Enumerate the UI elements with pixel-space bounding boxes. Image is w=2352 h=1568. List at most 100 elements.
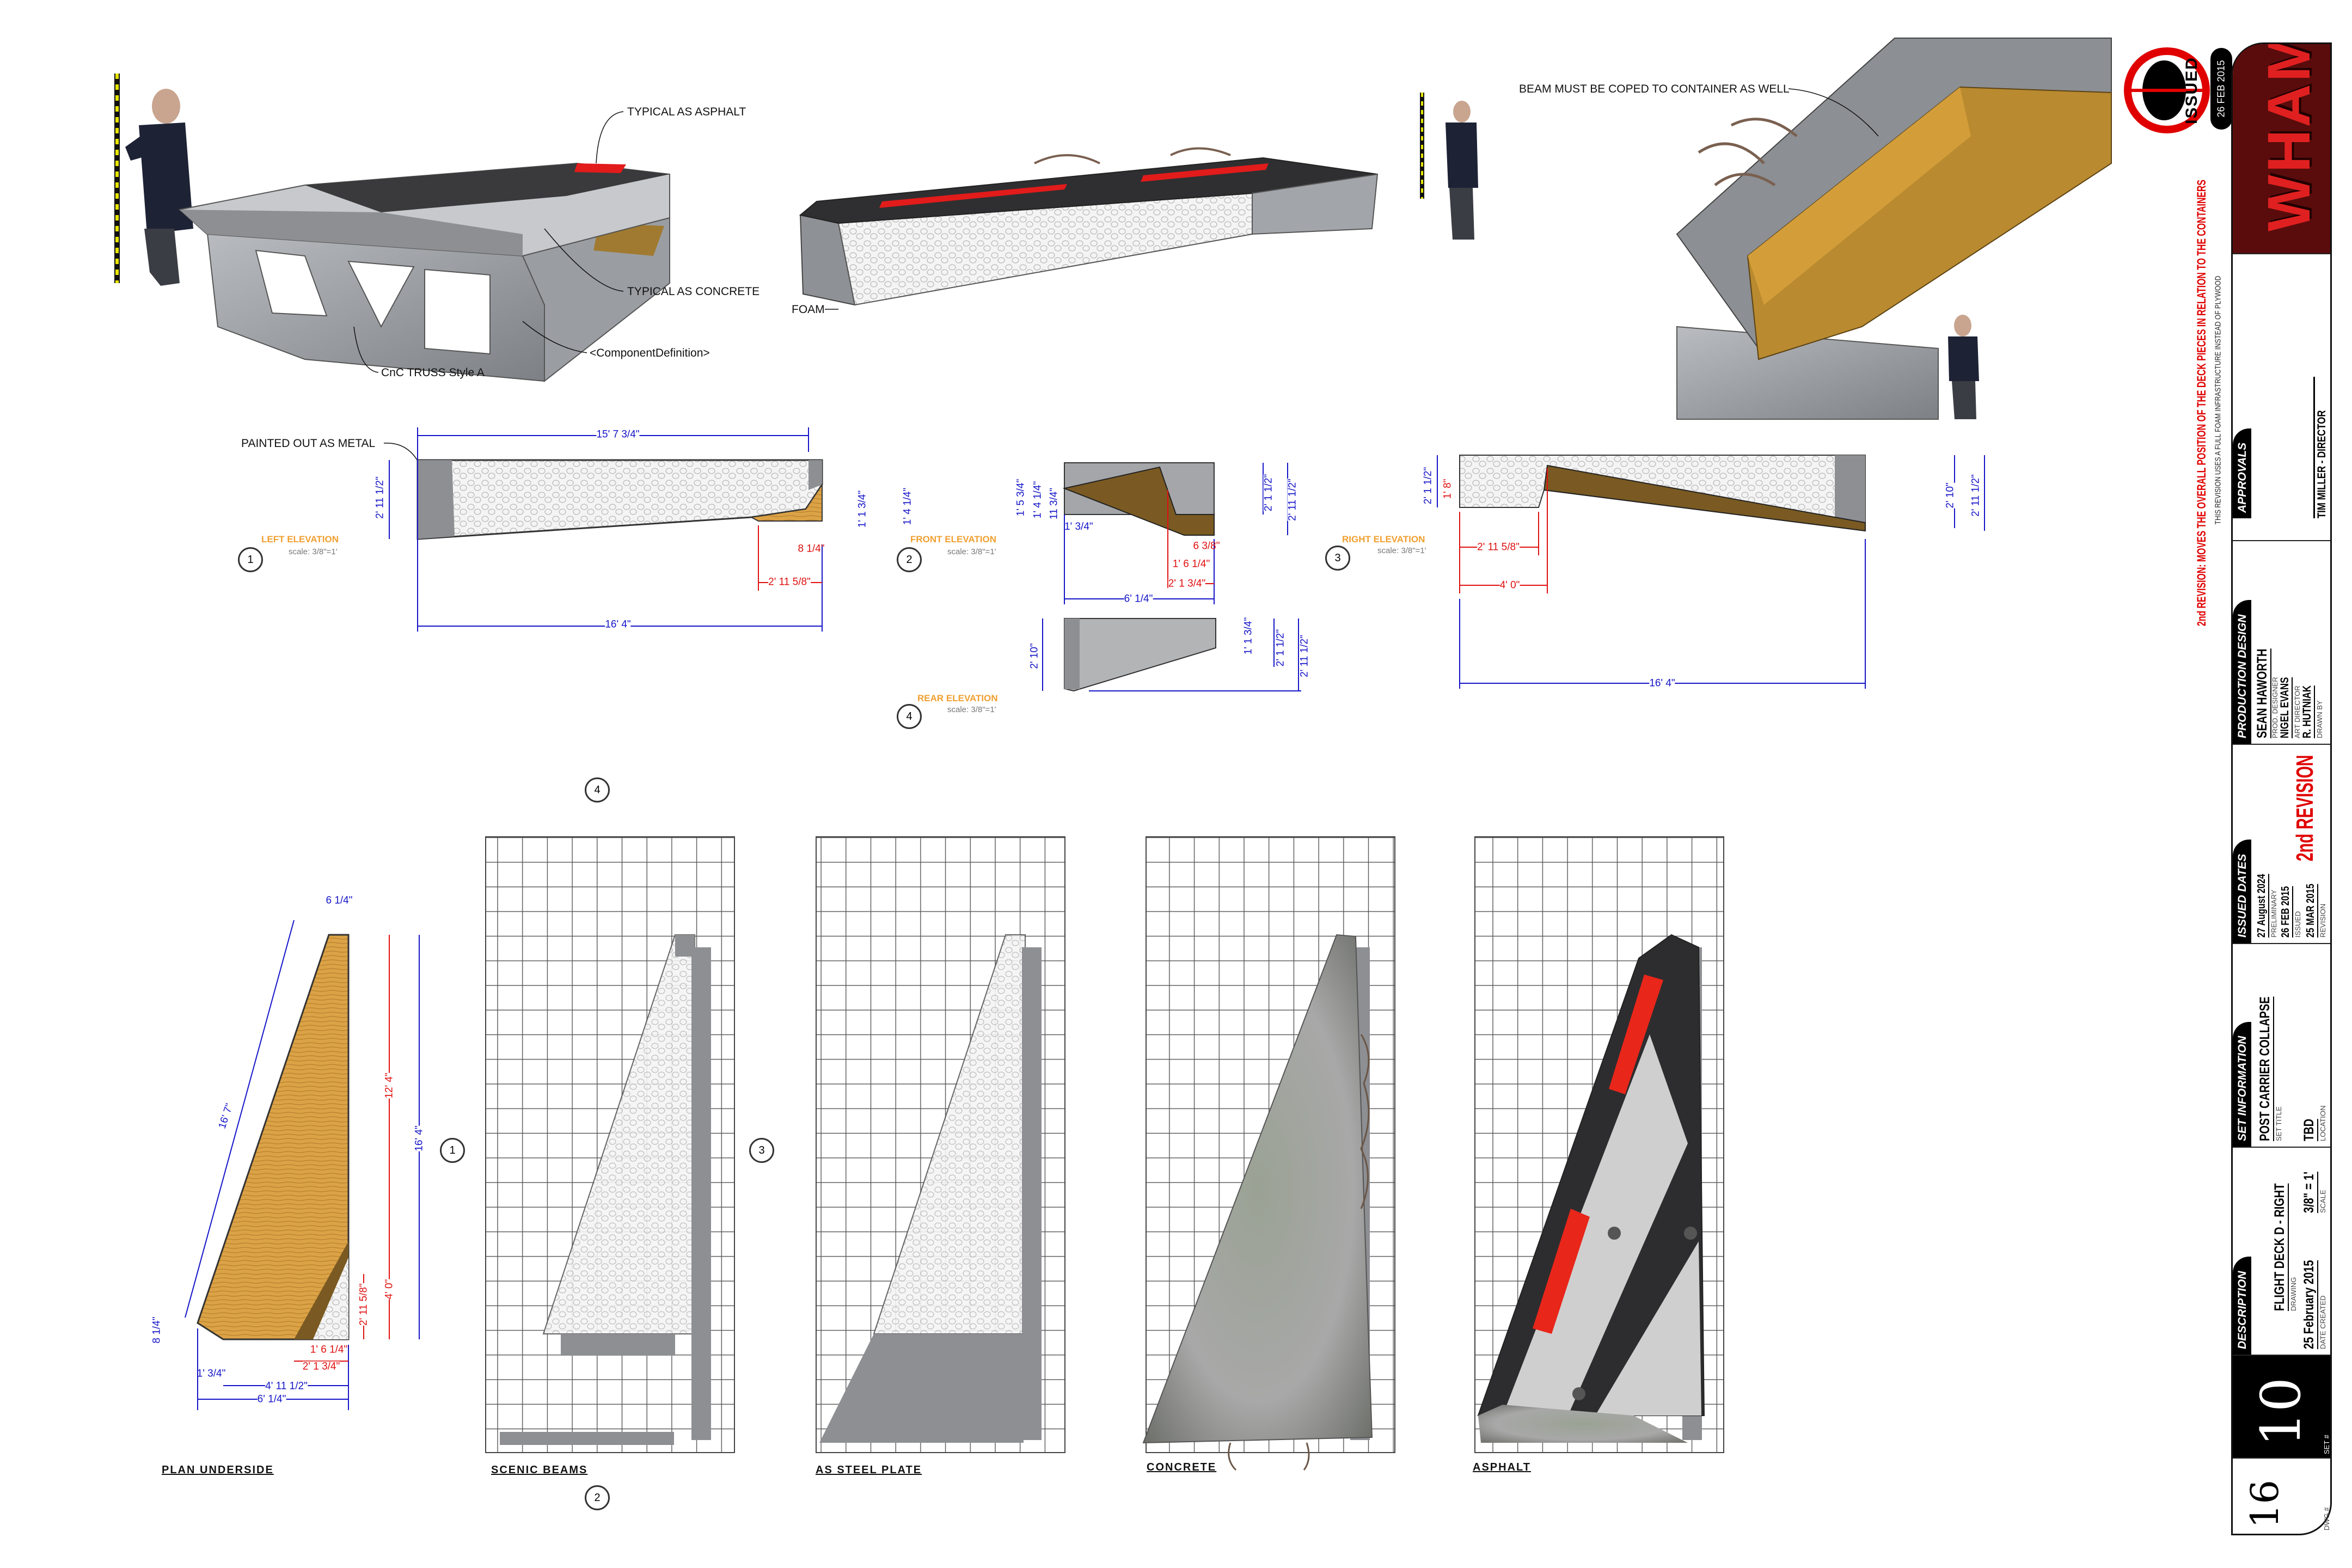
dim-label: 4' 0" xyxy=(383,1279,395,1300)
art-director-label: ART DIRECTOR xyxy=(2293,685,2301,738)
section-marker-4[interactable]: 4 xyxy=(585,777,610,803)
grid-label-scenic-beams: SCENIC BEAMS xyxy=(491,1464,588,1476)
grid-label-concrete: CONCRETE xyxy=(1147,1461,1217,1473)
dim-label: 2' 1 1/2" xyxy=(1275,629,1287,667)
dim-label: 1' 4 1/4" xyxy=(1032,481,1044,519)
view-marker-1[interactable]: 1 xyxy=(238,547,263,572)
set-number-cell: 10 SET # xyxy=(2233,1356,2331,1459)
view-title-rear: REAR ELEVATION xyxy=(917,693,998,703)
set-number-label: SET # xyxy=(2323,1435,2331,1454)
set-number: 10 xyxy=(2249,1377,2313,1447)
issued-dates-header: ISSUED DATES xyxy=(2233,840,2251,943)
dim-label: 1' 4 1/4" xyxy=(902,487,914,525)
date-created-label: DATE CREATED xyxy=(2319,1295,2327,1349)
drawn-by-label: DRAWN BY xyxy=(2316,700,2324,738)
description-header: DESCRIPTION xyxy=(2233,1257,2251,1355)
dim-label: 1' 8" xyxy=(1442,479,1454,499)
view-scale-right: scale: 3/8"=1' xyxy=(1377,546,1426,555)
dim-label: 8 1/4" xyxy=(798,543,825,555)
grid-steel-plate xyxy=(816,836,1065,1453)
render-beam-detail xyxy=(1676,38,2112,420)
production-design-section: PRODUCTION DESIGN SEAN HAWORTH PROD. DES… xyxy=(2233,541,2330,745)
location-value: TBD xyxy=(2301,1118,2318,1141)
dim-label: 1' 6 1/4" xyxy=(1172,558,1210,570)
revision-label: REVISION xyxy=(2319,903,2327,938)
revision-subnote: THIS REVISION USES A FULL FOAM INFRASTRU… xyxy=(2213,275,2223,525)
view-marker-4[interactable]: 4 xyxy=(897,704,922,729)
revision-badge: 2nd REVISION xyxy=(2292,755,2318,861)
callout-beam-coped: BEAM MUST BE COPED TO CONTAINER AS WELL xyxy=(1519,83,1790,95)
dwg-number-cell: 16 DWG # xyxy=(2233,1459,2331,1534)
set-title-label: SET TITLE xyxy=(2275,1106,2283,1141)
dim-label: 2' 11 5/8" xyxy=(1477,541,1520,553)
dim-label: 11 3/4" xyxy=(1048,487,1060,520)
grid-label-asphalt: ASPHALT xyxy=(1473,1461,1531,1473)
section-marker-2[interactable]: 2 xyxy=(585,1485,610,1510)
dim-label: 4' 0" xyxy=(1499,579,1520,591)
view-marker-2[interactable]: 2 xyxy=(897,547,922,572)
dim-label: 8 1/4" xyxy=(151,1316,163,1344)
view-title-left: LEFT ELEVATION xyxy=(261,534,339,544)
grid-scenic-beams xyxy=(485,836,735,1453)
set-information-section: SET INFORMATION POST CARRIER COLLAPSE SE… xyxy=(2233,944,2330,1148)
production-designer: SEAN HAWORTH xyxy=(2255,648,2271,738)
production-designer-label: PROD. DESIGNER xyxy=(2271,677,2279,738)
section-marker-1[interactable]: 1 xyxy=(440,1138,465,1163)
dim-label: 2' 11 1/2" xyxy=(1298,635,1310,677)
plan-underside-drawing xyxy=(185,920,420,1410)
preliminary-label: PRELIMINARY xyxy=(2270,890,2278,938)
dim-label: 2' 11 5/8" xyxy=(768,576,811,588)
front-elevation-drawing xyxy=(1062,462,1288,604)
view-marker-3[interactable]: 3 xyxy=(1325,546,1350,571)
dim-label: 1' 6 1/4" xyxy=(310,1344,348,1356)
dim-label: 4' 11 1/2" xyxy=(265,1380,308,1392)
approvals-header: APPROVALS xyxy=(2233,428,2251,518)
callout-concrete: TYPICAL AS CONCRETE xyxy=(627,285,760,298)
callout-painted-metal: PAINTED OUT AS METAL xyxy=(241,437,376,450)
scale-value: 3/8" = 1' xyxy=(2301,1172,2318,1213)
callout-truss: CnC TRUSS Style A xyxy=(381,366,485,379)
grid-concrete xyxy=(1142,836,1395,1471)
view-scale-left: scale: 3/8"=1' xyxy=(289,547,338,556)
dim-label: 12' 4" xyxy=(383,1073,395,1099)
view-title-right: RIGHT ELEVATION xyxy=(1342,534,1425,544)
view-title-front: FRONT ELEVATION xyxy=(910,534,997,544)
revision-date: 25 MAR 2015 xyxy=(2305,884,2318,938)
right-elevation-drawing xyxy=(1437,455,1985,689)
date-created: 25 February 2015 xyxy=(2301,1260,2318,1349)
issued-stamp xyxy=(2124,47,2232,133)
dim-label: 2' 11 1/2" xyxy=(1287,479,1298,521)
issued-label: ISSUED xyxy=(2294,911,2302,938)
dim-label: 2' 1 1/2" xyxy=(1422,467,1434,505)
grid-label-steel-plate: AS STEEL PLATE xyxy=(816,1464,922,1476)
dim-label: 16' 4" xyxy=(605,618,631,630)
preliminary-date: 27 August 2024 xyxy=(2256,874,2269,938)
stamp-date: 26 FEB 2015 xyxy=(2215,60,2227,118)
callout-foam: FOAM xyxy=(792,303,825,316)
stamp-label: ISSUED xyxy=(2183,57,2201,124)
view-scale-rear: scale: 3/8"=1' xyxy=(947,705,996,714)
dim-label: 1' 1 3/4" xyxy=(856,490,868,528)
scale-label: SCALE xyxy=(2319,1190,2327,1213)
callout-leaders xyxy=(353,88,1879,491)
dim-label: 1' 3/4" xyxy=(197,1368,226,1380)
dim-label: 15' 7 3/4" xyxy=(596,428,640,440)
view-scale-front: scale: 3/8"=1' xyxy=(947,547,996,556)
section-marker-3[interactable]: 3 xyxy=(749,1138,774,1163)
logo-cell: WHAM! xyxy=(2233,44,2330,254)
art-director: NIGEL EVANS xyxy=(2278,677,2293,738)
production-design-header: PRODUCTION DESIGN xyxy=(2233,600,2251,744)
dim-label: 6' 1/4" xyxy=(257,1393,286,1405)
issued-date: 26 FEB 2015 xyxy=(2280,886,2293,938)
dim-label: 1' 1 3/4" xyxy=(1242,617,1254,655)
person-figure xyxy=(1948,315,1979,419)
signature-line xyxy=(2313,377,2315,518)
drawing-title: FLIGHT DECK D - RIGHT xyxy=(2272,1183,2289,1311)
dim-label: 1' 3/4" xyxy=(1064,521,1093,532)
dim-label: 6 3/8" xyxy=(1193,540,1220,552)
callout-asphalt: TYPICAL AS ASPHALT xyxy=(627,106,746,118)
set-title: POST CARRIER COLLAPSE xyxy=(2257,996,2274,1141)
title-block: 16 DWG # 10 SET # DESCRIPTION FLIGHT DEC… xyxy=(2231,42,2332,1535)
